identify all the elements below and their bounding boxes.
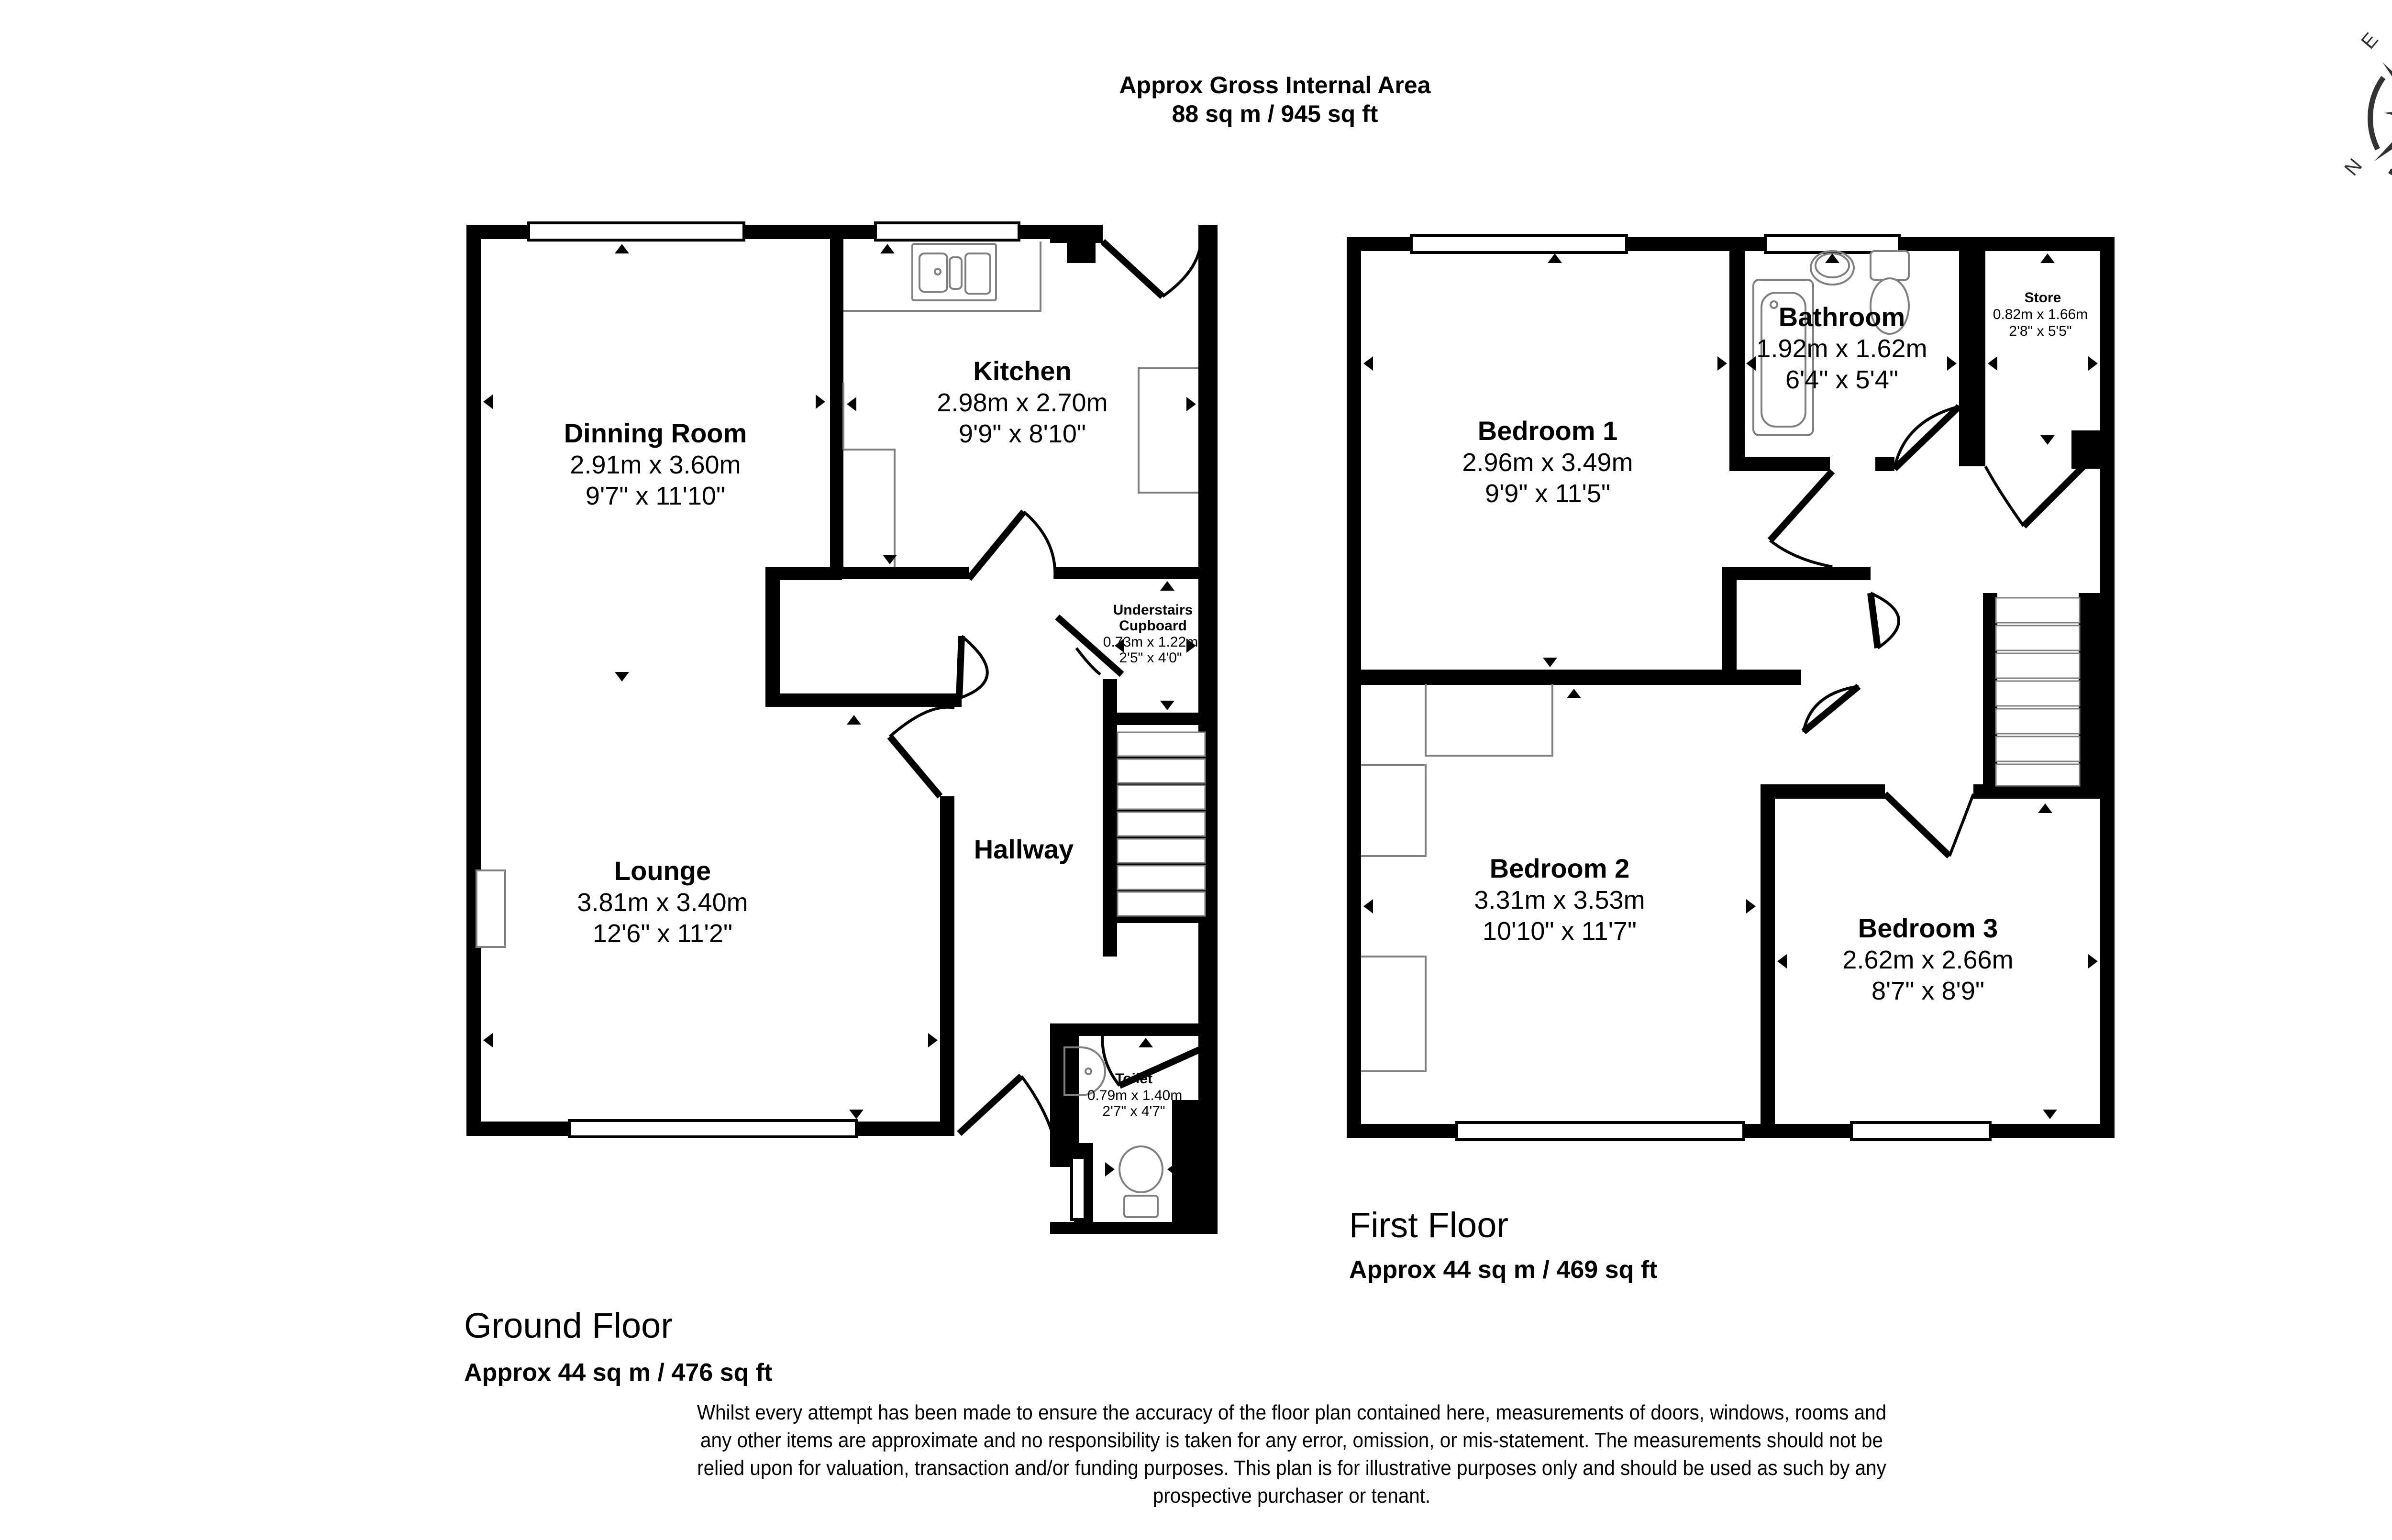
room-bedroom1-metric: 2.96m x 3.49m [1462, 448, 1633, 477]
room-bedroom2-metric: 3.31m x 3.53m [1474, 886, 1645, 914]
disclaimer-line: any other items are approximate and no r… [700, 1429, 1883, 1452]
room-store-imperial: 2'8" x 5'5" [2009, 323, 2071, 339]
header-total-area: 88 sq m / 945 sq ft [1172, 100, 1378, 127]
room-store-name: Store [2025, 290, 2061, 306]
room-bedroom2-imperial: 10'10" x 11'7" [1483, 917, 1637, 946]
first-floor-title: First Floor [1349, 1205, 1508, 1245]
disclaimer-line: relied upon for valuation, transaction a… [697, 1456, 1886, 1480]
basin-icon [1063, 1046, 1106, 1096]
first-floor-area: Approx 44 sq m / 469 sq ft [1349, 1256, 1658, 1284]
room-kitchen-name: Kitchen [973, 356, 1071, 386]
wc-icon [1870, 250, 1910, 335]
room-lounge-metric: 3.81m x 3.40m [577, 888, 748, 917]
room-bedroom1-name: Bedroom 1 [1478, 416, 1618, 446]
bath-icon [1752, 279, 1814, 436]
room-bedroom3-imperial: 8'7" x 8'9" [1872, 977, 1984, 1005]
room-bathroom-metric: 1.92m x 1.62m [1756, 334, 1927, 363]
ground-floor-plan: Dinning Room 2.91m x 3.60m 9'7" x 11'10"… [466, 221, 1218, 1234]
room-bedroom3-metric: 2.62m x 2.66m [1842, 946, 2013, 974]
room-cupboard-metric: 0.73m x 1.22m [1103, 634, 1198, 650]
room-bedroom3-name: Bedroom 3 [1858, 913, 1998, 943]
room-bedroom2-name: Bedroom 2 [1490, 853, 1630, 883]
gross-internal-area: Approx Gross Internal Area 88 sq m / 945… [0, 71, 2392, 128]
wc-icon [1118, 1145, 1163, 1218]
room-bathroom-name: Bathroom [1779, 302, 1905, 332]
room-bathroom-imperial: 6'4" x 5'4" [1785, 365, 1898, 394]
first-floor-plan: Bedroom 1 2.96m x 3.49m 9'9" x 11'5" Bat… [1347, 234, 2115, 1141]
disclaimer-line: Whilst every attempt has been made to en… [697, 1401, 1887, 1424]
room-toilet-metric: 0.79m x 1.40m [1087, 1088, 1182, 1103]
room-dining-name: Dinning Room [564, 418, 747, 448]
room-bedroom1-imperial: 9'9" x 11'5" [1485, 479, 1610, 508]
disclaimer-line: prospective purchaser or tenant. [1152, 1484, 1431, 1507]
room-kitchen-metric: 2.98m x 2.70m [937, 388, 1107, 417]
room-lounge-imperial: 12'6" x 11'2" [593, 919, 732, 948]
room-cupboard-name-2: Cupboard [1119, 618, 1187, 634]
staircase [1115, 731, 1210, 923]
kitchen-sink-icon [911, 243, 997, 301]
disclaimer: Whilst every attempt has been made to en… [609, 1399, 1974, 1510]
ground-floor-title: Ground Floor [464, 1306, 673, 1345]
room-cupboard-imperial: 2'5" x 4'0" [1119, 650, 1182, 666]
room-lounge-name: Lounge [614, 856, 711, 886]
compass-rose-icon: E S N W [2344, 28, 2392, 180]
room-kitchen-imperial: 9'9" x 8'10" [959, 419, 1086, 448]
room-dining-imperial: 9'7" x 11'10" [586, 482, 725, 510]
room-dining-metric: 2.91m x 3.60m [570, 451, 741, 479]
staircase [1983, 593, 2100, 794]
room-cupboard-name-1: Understairs [1113, 602, 1193, 618]
room-toilet-imperial: 2'7" x 4'7" [1102, 1103, 1165, 1119]
room-store-metric: 0.82m x 1.66m [1993, 307, 2088, 322]
ground-floor-area: Approx 44 sq m / 476 sq ft [464, 1359, 773, 1386]
room-toilet-name: Toilet [1115, 1071, 1152, 1087]
room-hallway-name: Hallway [974, 834, 1074, 864]
header-title: Approx Gross Internal Area [1119, 72, 1431, 99]
